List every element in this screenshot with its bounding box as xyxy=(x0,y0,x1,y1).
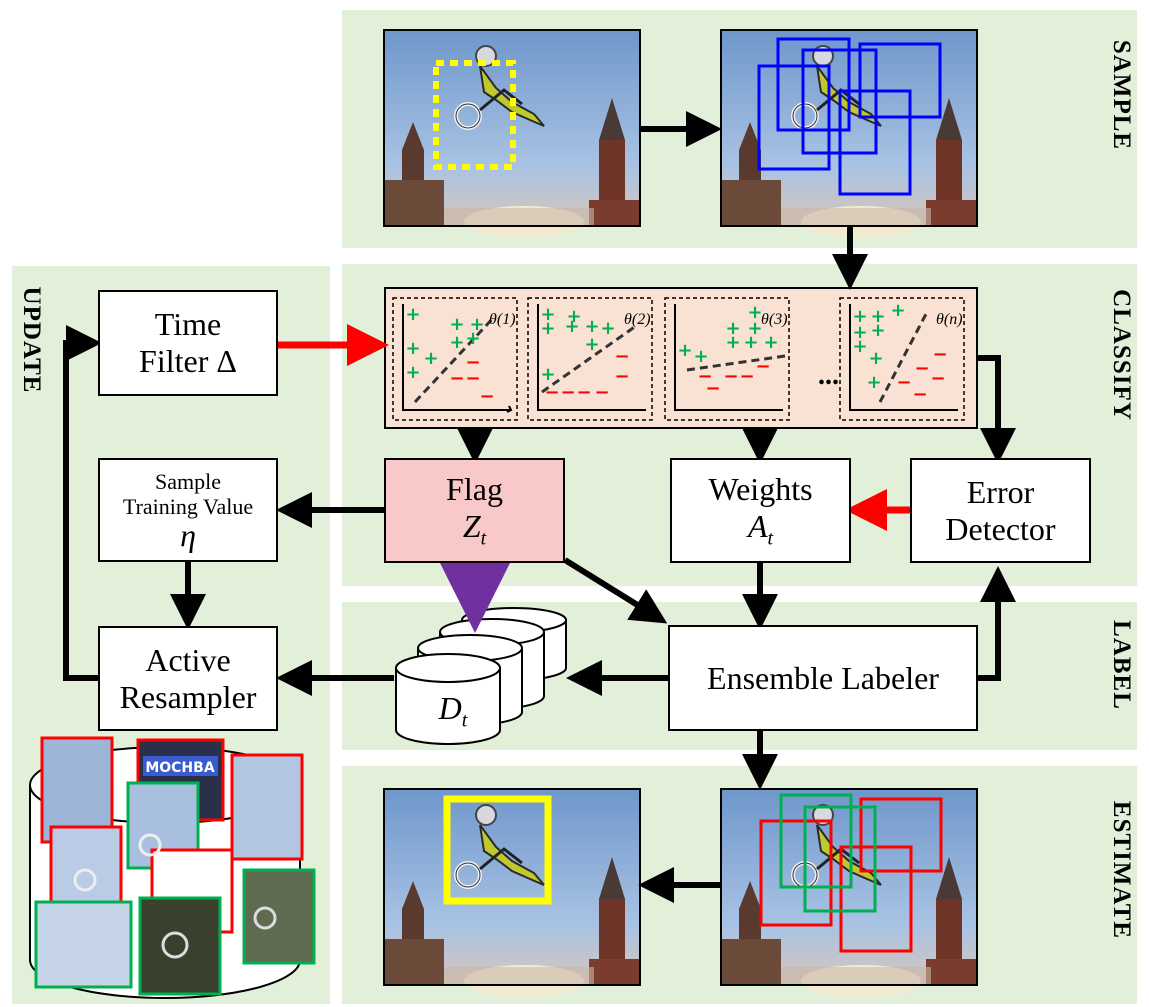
time-filter-line2: Filter Δ xyxy=(139,343,237,379)
classifier-plot-3: +++ +++ ++ −−− −− θ(3) xyxy=(664,297,790,421)
svg-text:+: + xyxy=(540,318,555,339)
sample-frame-original xyxy=(382,28,642,240)
classifier-plot-2: +++ +++ ++ −−− −−− θ(2) xyxy=(527,297,653,421)
candidate-boxes xyxy=(757,37,942,196)
error-detector-line2: Detector xyxy=(945,510,1056,547)
svg-text:−: − xyxy=(723,366,738,387)
weights-label: Weights xyxy=(708,470,813,507)
svg-text:−: − xyxy=(614,366,629,387)
time-filter-box: Time Filter Δ xyxy=(98,290,278,396)
dataset-stack xyxy=(395,607,567,745)
svg-text:+: + xyxy=(465,328,480,349)
svg-text:+: + xyxy=(852,306,867,327)
svg-text:+: + xyxy=(868,348,883,369)
svg-text:+: + xyxy=(405,362,420,383)
svg-text:+: + xyxy=(725,318,740,339)
svg-text:+: + xyxy=(449,314,464,335)
svg-text:+: + xyxy=(677,340,692,361)
eta-symbol: η xyxy=(180,517,196,554)
svg-text:+: + xyxy=(405,338,420,359)
final-estimate-box xyxy=(443,795,552,905)
svg-text:−: − xyxy=(449,368,464,389)
flag-box: Flag Zt xyxy=(384,458,565,563)
weights-symbol: At xyxy=(747,507,774,550)
svg-text:+: + xyxy=(693,346,708,367)
svg-text:−: − xyxy=(465,368,480,389)
svg-text:+: + xyxy=(584,334,599,355)
theta-n-label: θ(n) xyxy=(936,311,963,328)
svg-text:−: − xyxy=(479,386,494,407)
classifier-plot-1: +++ +++ ++ −−−− θ(1) xyxy=(392,297,518,421)
active-resampler-box: Active Resampler xyxy=(98,626,278,731)
svg-text:−: − xyxy=(465,352,480,373)
weights-box: Weights At xyxy=(670,458,851,563)
svg-text:+: + xyxy=(584,316,599,337)
svg-text:+: + xyxy=(540,304,555,325)
classifier-ensemble: +++ +++ ++ −−−− θ(1) +++ +++ ++ xyxy=(384,287,978,429)
dataset-label: Dt xyxy=(438,690,468,732)
svg-text:+: + xyxy=(743,332,758,353)
sample-training-line1: Sample xyxy=(155,468,221,494)
theta-2-label: θ(2) xyxy=(624,311,651,328)
svg-text:−: − xyxy=(912,384,927,405)
svg-text:+: + xyxy=(852,322,867,343)
flag-label: Flag xyxy=(446,470,503,507)
estimate-frame-labeled xyxy=(719,787,979,999)
svg-text:+: + xyxy=(540,364,555,385)
svg-text:−: − xyxy=(697,366,712,387)
sample-training-value-box: Sample Training Value η xyxy=(98,458,278,562)
video-logo-text: MOCHBA xyxy=(145,760,214,776)
sample-pool-cylinder: MOCHBA xyxy=(29,736,316,999)
svg-text:−: − xyxy=(914,358,929,379)
flag-symbol: Zt xyxy=(462,507,487,550)
svg-text:+: + xyxy=(890,300,905,321)
svg-text:+: + xyxy=(469,314,484,335)
error-detector-box: Error Detector xyxy=(910,458,1091,563)
svg-text:−: − xyxy=(930,368,945,389)
ensemble-labeler-box: Ensemble Labeler xyxy=(668,625,978,731)
svg-text:+: + xyxy=(747,302,762,323)
svg-text:+: + xyxy=(870,320,885,341)
svg-text:+: + xyxy=(852,336,867,357)
svg-text:+: + xyxy=(725,332,740,353)
svg-text:−: − xyxy=(614,346,629,367)
svg-text:−: − xyxy=(544,382,559,403)
theta-1-label: θ(1) xyxy=(489,311,516,328)
svg-text:+: + xyxy=(564,316,579,337)
active-resampler-line1: Active xyxy=(145,641,231,678)
svg-text:−: − xyxy=(755,356,770,377)
ensemble-labeler-label: Ensemble Labeler xyxy=(707,659,939,696)
active-resampler-line2: Resampler xyxy=(119,678,257,715)
ellipsis: ... xyxy=(818,360,839,391)
svg-text:−: − xyxy=(932,344,947,365)
flow-arrows xyxy=(63,111,1016,903)
sample-frame-candidates xyxy=(719,28,979,240)
theta-3-label: θ(3) xyxy=(761,311,788,328)
classifier-plot-n: +++ +++ ++ −−− −− θ(n) xyxy=(839,297,965,421)
svg-text:+: + xyxy=(866,372,881,393)
svg-text:+: + xyxy=(600,318,615,339)
svg-text:−: − xyxy=(705,378,720,399)
svg-text:−: − xyxy=(896,372,911,393)
svg-text:+: + xyxy=(405,304,420,325)
estimate-frame-result xyxy=(382,787,642,999)
svg-text:+: + xyxy=(870,306,885,327)
svg-text:−: − xyxy=(594,382,609,403)
svg-text:+: + xyxy=(449,332,464,353)
sample-training-line2: Training Value xyxy=(122,494,254,519)
svg-text:+: + xyxy=(566,306,581,327)
svg-text:−: − xyxy=(576,382,591,403)
svg-text:+: + xyxy=(747,318,762,339)
svg-text:+: + xyxy=(763,332,778,353)
training-thumbnails: MOCHBA xyxy=(34,736,316,996)
time-filter-line1: Time xyxy=(154,306,222,343)
svg-text:−: − xyxy=(560,382,575,403)
svg-text:+: + xyxy=(423,348,438,369)
error-detector-line1: Error xyxy=(966,473,1035,510)
dashed-target-box xyxy=(433,60,516,170)
svg-text:−: − xyxy=(739,366,754,387)
